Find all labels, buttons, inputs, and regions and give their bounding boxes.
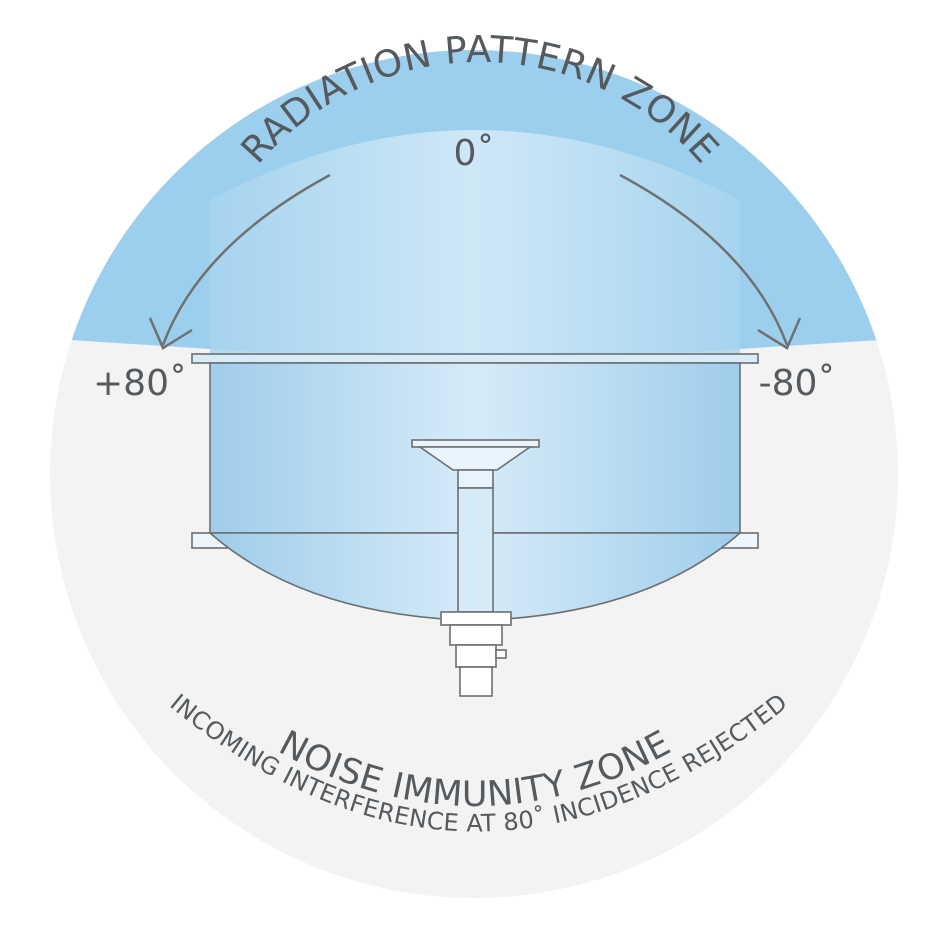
left-angle-label: +80˚ (93, 363, 187, 404)
center-angle-label: 0˚ (454, 133, 495, 174)
antenna-top-flange (191, 353, 759, 364)
connector-top (449, 624, 503, 646)
feed-shaft-upper (457, 469, 494, 489)
right-arrowhead (757, 317, 802, 350)
feed-base (440, 611, 512, 626)
feed-shaft (457, 487, 494, 613)
right-angle-label: -80˚ (759, 363, 836, 404)
left-angle-arrow (161, 173, 331, 346)
antenna-illustration (191, 353, 759, 697)
radiation-beam (210, 130, 740, 360)
feed-dish-cone (417, 446, 533, 471)
right-angle-arrow (619, 173, 789, 346)
left-arrowhead (148, 317, 193, 350)
connector-tip (459, 666, 493, 697)
connector-nub (495, 649, 507, 659)
connector-body (455, 644, 497, 668)
feed-dish-plate (411, 439, 540, 448)
